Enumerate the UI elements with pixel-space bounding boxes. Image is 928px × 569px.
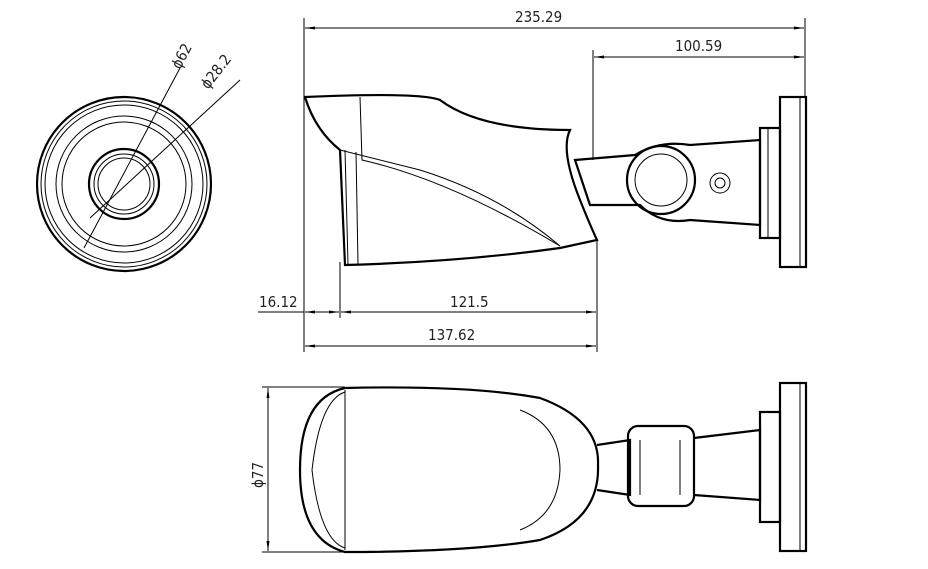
front-view: ϕ62 ϕ28.2	[35, 40, 241, 273]
diameter-leader-62	[83, 67, 181, 249]
dim-housing-length: 137.62	[428, 326, 475, 344]
side-view	[303, 93, 808, 269]
dim-width-diameter: ϕ77	[249, 462, 267, 488]
dim-bracket-length: 100.59	[675, 37, 722, 55]
bottom-view: ϕ77	[249, 381, 808, 554]
diameter-leader-28	[89, 79, 241, 219]
side-dimensions: 235.29 100.59 16.12 121.5 137.62	[258, 8, 806, 352]
dim-sunshield-offset: 16.12	[259, 293, 298, 311]
dim-outer-diameter: ϕ62	[168, 40, 196, 71]
dim-body-length: 121.5	[450, 293, 489, 311]
dim-lens-diameter: ϕ28.2	[197, 51, 235, 93]
dim-overall-length: 235.29	[515, 8, 562, 26]
